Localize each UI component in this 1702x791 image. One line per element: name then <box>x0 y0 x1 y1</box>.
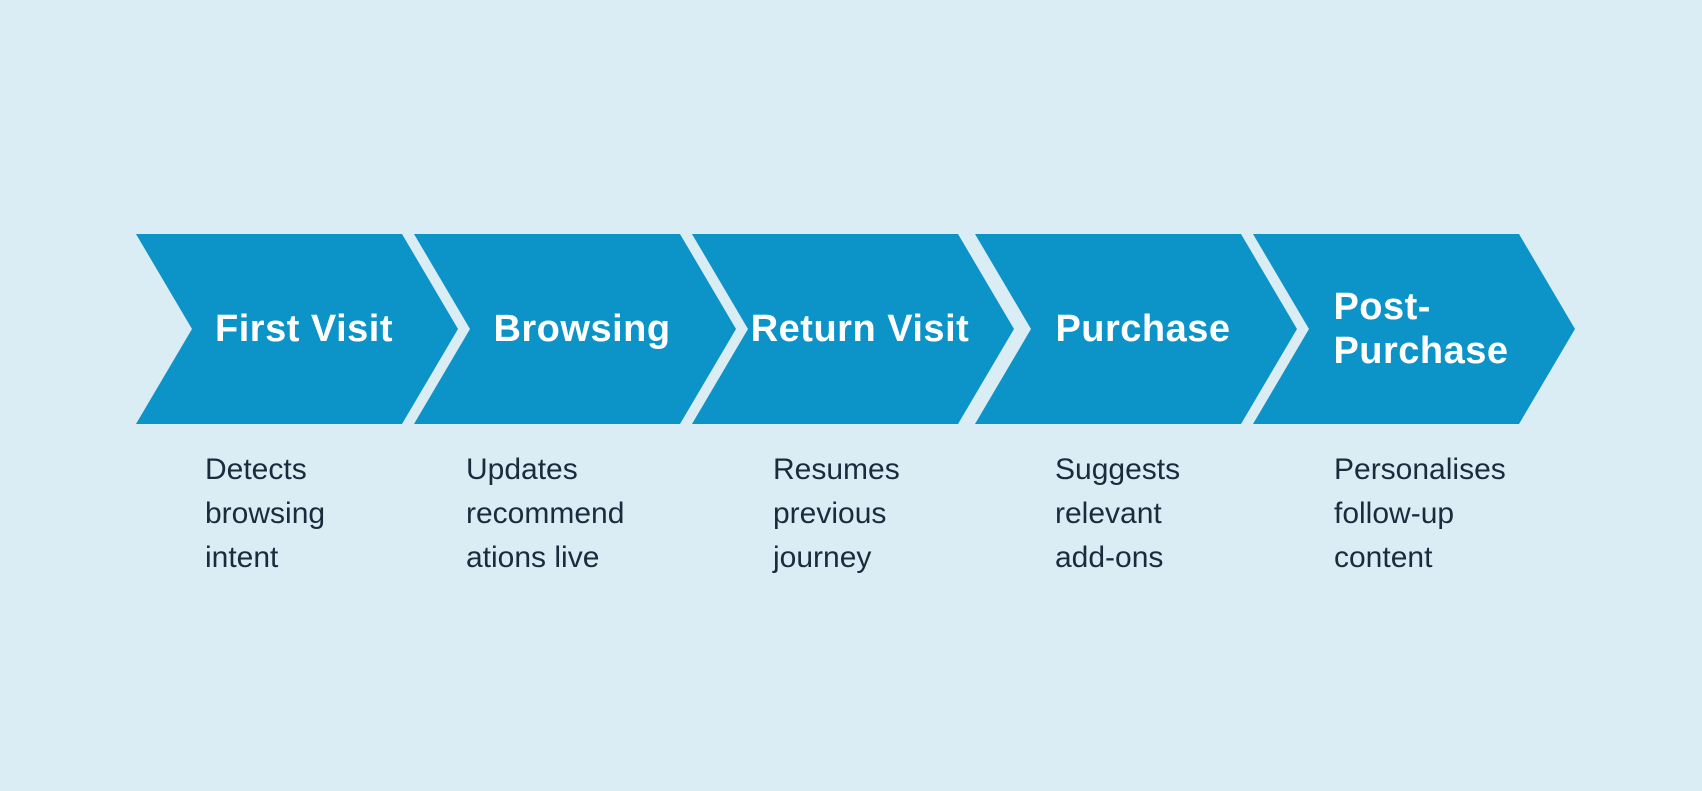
stage-title-browsing: Browsing <box>493 308 671 350</box>
stage-arrow-return-visit: Return Visit <box>692 234 1014 424</box>
stage-title-first-visit: First Visit <box>215 308 393 350</box>
stage-title-purchase: Purchase <box>1055 308 1231 350</box>
stage-arrow-first-visit: First Visit <box>136 234 458 424</box>
stage-arrow-post-purchase: Post- Purchase <box>1253 234 1575 424</box>
stage-arrow-browsing: Browsing <box>414 234 736 424</box>
stage-arrow-purchase: Purchase <box>975 234 1297 424</box>
stage-title-post-purchase: Post- Purchase <box>1333 286 1509 372</box>
stage-description-purchase: Suggests relevant add-ons <box>1055 453 1181 574</box>
stage-description-browsing: Updates recommend ations live <box>466 453 625 574</box>
stage-description-first-visit: Detects browsing intent <box>205 453 326 574</box>
stage-title-return-visit: Return Visit <box>750 308 970 350</box>
stage-description-return-visit: Resumes previous journey <box>773 453 900 574</box>
stage-description-post-purchase: Personalises follow-up content <box>1334 453 1506 574</box>
